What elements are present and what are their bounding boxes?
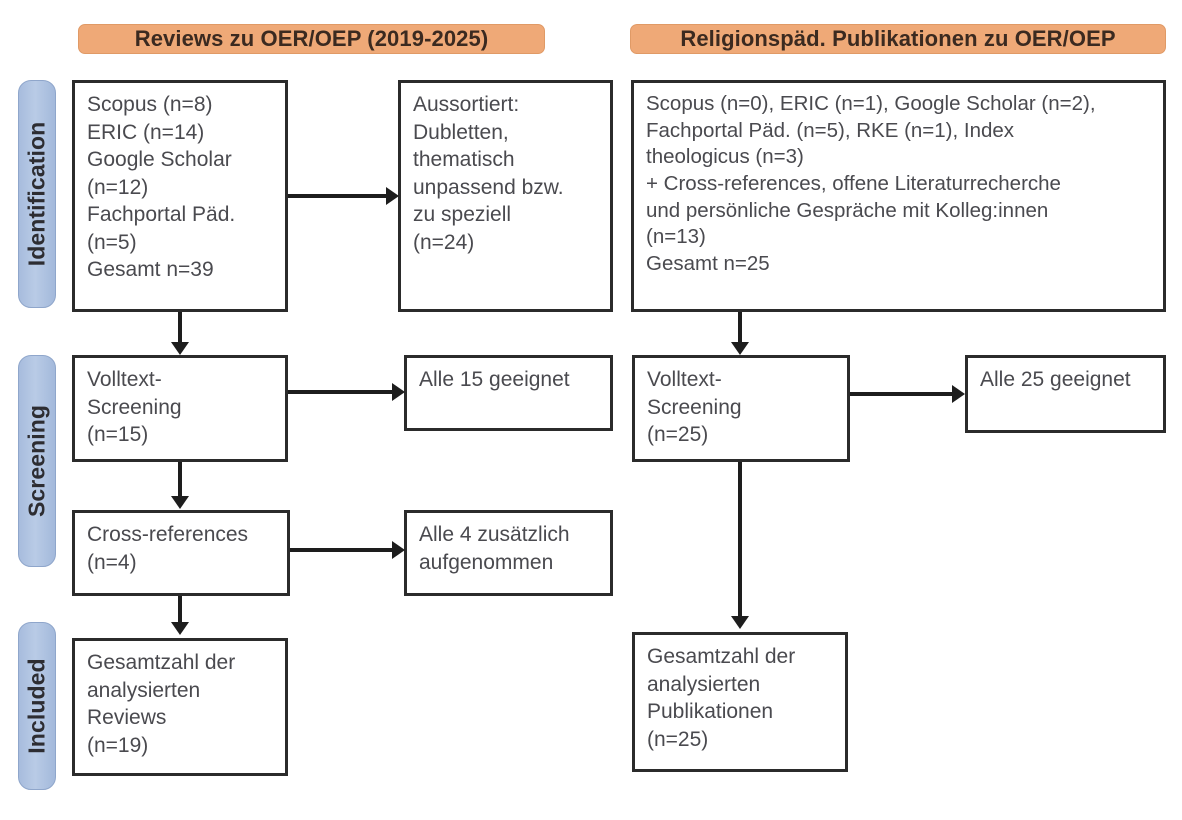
column-header-reviews-label: Reviews zu OER/OEP (2019-2025) bbox=[134, 26, 489, 51]
box-reviews-cross-references-result: Alle 4 zusätzlich aufgenommen bbox=[404, 510, 613, 596]
connector-publications-fulltext-to-result bbox=[850, 392, 954, 396]
text-line: Aussortiert: bbox=[413, 93, 520, 116]
text-line: Cross-references bbox=[87, 523, 249, 546]
column-header-publications-label: Religionspäd. Publikationen zu OER/OEP bbox=[680, 26, 1116, 51]
box-publications-included-total: Gesamtzahl der analysierten Publikatione… bbox=[632, 632, 848, 772]
connector-reviews-sources-to-excluded bbox=[288, 194, 387, 198]
arrowhead-reviews-sources-to-fulltext bbox=[171, 342, 189, 355]
connector-reviews-fulltext-to-result bbox=[288, 390, 393, 394]
connector-publications-sources-to-fulltext bbox=[738, 312, 742, 344]
box-publications-identification-sources: Scopus (n=0), ERIC (n=1), Google Scholar… bbox=[631, 80, 1166, 312]
text-line: Alle 25 geeignet bbox=[980, 368, 1131, 391]
text-line: Screening bbox=[87, 395, 182, 419]
text-line: (n=19) bbox=[87, 733, 149, 757]
connector-publications-fulltext-to-included bbox=[738, 462, 742, 618]
phase-bar-identification: Identification bbox=[18, 80, 56, 308]
text-line: (n=25) bbox=[647, 727, 709, 751]
arrowhead-publications-fulltext-to-result bbox=[952, 385, 965, 403]
text-line: Gesamtzahl der bbox=[87, 651, 236, 674]
text-line: Reviews bbox=[87, 706, 167, 729]
text-line: und persönliche Gespräche mit Kolleg:inn… bbox=[646, 198, 1049, 222]
connector-reviews-fulltext-to-crossrefs bbox=[178, 462, 182, 498]
text-line: Google Scholar bbox=[87, 148, 232, 171]
text-line: unpassend bzw. bbox=[413, 175, 564, 199]
text-line: Alle 4 zusätzlich bbox=[419, 523, 570, 546]
arrowhead-reviews-crossrefs-to-result bbox=[392, 541, 405, 559]
text-line: Publikationen bbox=[647, 700, 774, 723]
text-line: + Cross-references, offene Literaturrech… bbox=[646, 171, 1061, 195]
box-reviews-identification-sources: Scopus (n=8) ERIC (n=14) Google Scholar … bbox=[72, 80, 288, 312]
text-line: Volltext- bbox=[87, 368, 162, 391]
text-line: (n=25) bbox=[647, 423, 709, 446]
phase-label-identification: Identification bbox=[23, 121, 50, 267]
box-reviews-cross-references: Cross-references (n=4) bbox=[72, 510, 290, 596]
arrowhead-publications-fulltext-to-included bbox=[731, 616, 749, 629]
text-line: Fachportal Päd. (n=5), RKE (n=1), Index bbox=[646, 118, 1015, 142]
text-line: (n=12) bbox=[87, 175, 149, 199]
text-line: Scopus (n=8) bbox=[87, 93, 213, 116]
text-line: (n=5) bbox=[87, 230, 137, 254]
text-line: zu speziell bbox=[413, 203, 512, 226]
phase-label-screening: Screening bbox=[23, 404, 50, 518]
text-line: aufgenommen bbox=[419, 550, 554, 574]
text-line: (n=24) bbox=[413, 230, 475, 254]
text-line: analysierten bbox=[87, 678, 201, 702]
box-reviews-fulltext-screening: Volltext- Screening (n=15) bbox=[72, 355, 288, 462]
connector-reviews-crossrefs-to-included bbox=[178, 596, 182, 624]
box-reviews-excluded: Aussortiert: Dubletten, thematisch unpas… bbox=[398, 80, 613, 312]
phase-label-included: Included bbox=[23, 658, 50, 754]
text-line: Gesamt n=25 bbox=[646, 251, 770, 275]
column-header-reviews: Reviews zu OER/OEP (2019-2025) bbox=[78, 24, 545, 54]
text-line: analysierten bbox=[647, 672, 761, 696]
box-publications-fulltext-screening: Volltext- Screening (n=25) bbox=[632, 355, 850, 462]
text-line: (n=15) bbox=[87, 423, 149, 446]
text-line: Gesamt n=39 bbox=[87, 258, 214, 281]
box-reviews-fulltext-result: Alle 15 geeignet bbox=[404, 355, 613, 431]
text-line: theologicus (n=3) bbox=[646, 145, 804, 169]
text-line: Gesamtzahl der bbox=[647, 645, 796, 668]
arrowhead-reviews-crossrefs-to-included bbox=[171, 622, 189, 635]
arrowhead-publications-sources-to-fulltext bbox=[731, 342, 749, 355]
text-line: thematisch bbox=[413, 148, 515, 171]
arrowhead-reviews-sources-to-excluded bbox=[386, 187, 399, 205]
text-line: Dubletten, bbox=[413, 120, 509, 144]
phase-bar-included: Included bbox=[18, 622, 56, 790]
text-line: ERIC (n=14) bbox=[87, 120, 205, 144]
connector-reviews-sources-to-fulltext bbox=[178, 312, 182, 344]
text-line: Screening bbox=[647, 395, 742, 419]
arrowhead-reviews-fulltext-to-crossrefs bbox=[171, 496, 189, 509]
text-line: (n=13) bbox=[646, 225, 706, 249]
column-header-publications: Religionspäd. Publikationen zu OER/OEP bbox=[630, 24, 1166, 54]
connector-reviews-crossrefs-to-result bbox=[290, 548, 393, 552]
text-line: Alle 15 geeignet bbox=[419, 368, 570, 391]
text-line: Volltext- bbox=[647, 368, 722, 391]
text-line: Scopus (n=0), ERIC (n=1), Google Scholar… bbox=[646, 92, 1096, 115]
box-publications-fulltext-result: Alle 25 geeignet bbox=[965, 355, 1166, 433]
arrowhead-reviews-fulltext-to-result bbox=[392, 383, 405, 401]
phase-bar-screening: Screening bbox=[18, 355, 56, 567]
text-line: (n=4) bbox=[87, 550, 137, 574]
box-reviews-included-total: Gesamtzahl der analysierten Reviews (n=1… bbox=[72, 638, 288, 776]
text-line: Fachportal Päd. bbox=[87, 203, 236, 226]
